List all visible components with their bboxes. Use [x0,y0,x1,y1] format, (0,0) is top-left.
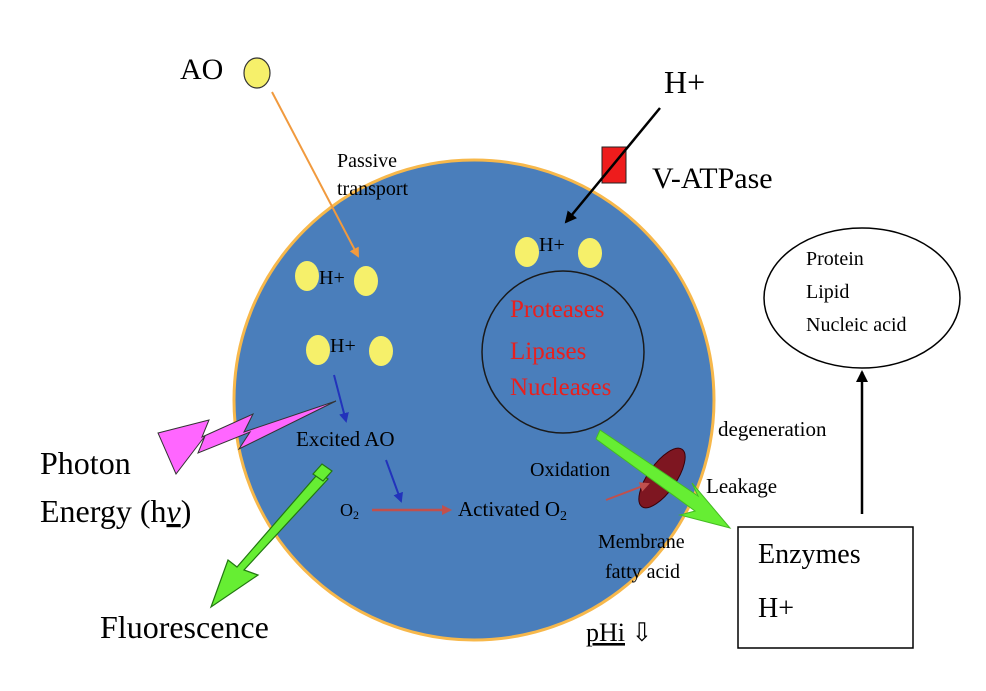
excitation-arrow [333,374,349,423]
fluorescence-label: Fluorescence [100,609,269,645]
ao-molecule [243,57,271,89]
phi-label: pHi⇩ [586,618,653,647]
fluorescence-arrow [209,471,329,609]
h-plus-particle [369,336,393,366]
oxidation-arrow [605,482,650,501]
h-plus-label: H+ [319,267,345,289]
passive-transport-label-line-1: Passive [337,150,397,172]
h-plus-label: H+ [539,234,565,256]
enzyme-vesicle [481,270,645,434]
photon-label-line-2: Energy (hv) [40,493,191,529]
excited-ao-label: Excited AO [296,427,395,451]
fluorescence-arrow-tail [312,463,333,482]
nucleases-label: Nucleases [510,374,611,401]
enzymes-label: Enzymes [758,539,861,570]
photon-label-line-1: Photon [40,445,131,481]
enzymes-h-plus-label: H+ [758,593,794,624]
h-plus-particle [306,335,330,365]
proteases-label: Proteases [510,296,604,323]
product-ellipse [763,227,961,369]
enzymes-box [737,526,914,649]
h-plus-label: H+ [330,335,356,357]
activated-o2-label: Activated O2 [458,497,567,524]
h-plus-top-label: H+ [664,64,705,100]
passive-transport-arrow [271,91,359,258]
leakage-label: Leakage [706,474,777,498]
passive-transport-label-line-2: transport [337,178,409,200]
h-plus-particle [354,266,378,296]
h-plus-particle [515,237,539,267]
protein-label: Protein [806,248,864,270]
v-atpase-label: V-ATPase [652,162,773,195]
h-plus-particle [578,238,602,268]
h-plus-particle [295,261,319,291]
lipid-label: Lipid [806,281,849,303]
nucleic-acid-label: Nucleic acid [806,314,907,336]
proton-entry-arrow [564,107,661,224]
ao-label: AO [180,53,223,86]
membrane-label-line-1: Membrane [598,531,685,553]
membrane-label-line-2: fatty acid [605,561,680,583]
lipases-label: Lipases [510,338,586,365]
photon-bolt [157,400,337,475]
degeneration-label: degeneration [718,417,827,441]
oxidation-label: Oxidation [530,459,610,481]
leakage-arrow [595,429,732,529]
o2-label: O2 [340,500,359,522]
oxygen-activation-arrow [385,459,403,503]
